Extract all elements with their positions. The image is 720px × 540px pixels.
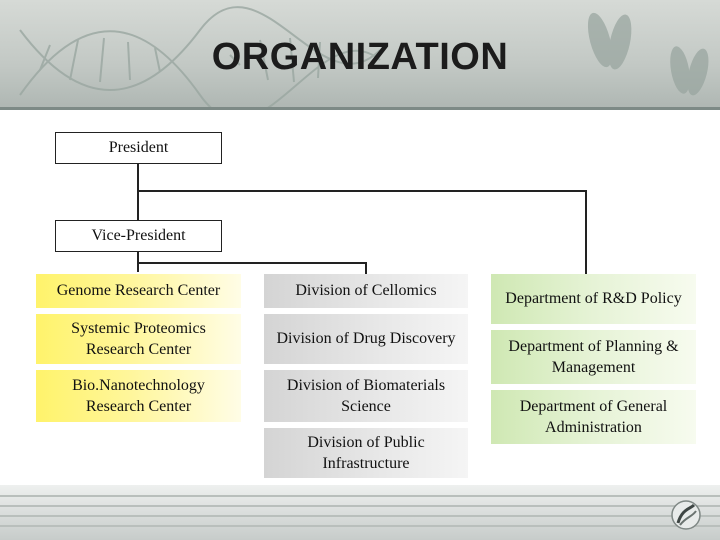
research-center-genome: Genome Research Center [36, 274, 241, 308]
connector-mid-horizontal [137, 262, 367, 264]
connector-divisions-down [365, 262, 367, 274]
logo-icon [671, 500, 701, 530]
dna-helix-image [19, 6, 709, 110]
department-rd-policy: Department of R&D Policy [491, 274, 696, 324]
connector-departments-down [585, 190, 587, 274]
footer-band [0, 485, 720, 540]
division-drug-discovery: Division of Drug Discovery [264, 314, 468, 364]
header-divider [0, 107, 720, 110]
department-planning: Department of Planning & Management [491, 330, 696, 384]
president-box: President [55, 132, 222, 164]
page-title: ORGANIZATION [211, 36, 509, 78]
header-banner: ORGANIZATION [0, 0, 720, 110]
division-biomaterials: Division of Biomaterials Science [264, 370, 468, 422]
research-center-bionano: Bio.Nanotechnology Research Center [36, 370, 241, 422]
connector-top-horizontal [137, 190, 587, 192]
research-center-proteomics: Systemic Proteomics Research Center [36, 314, 241, 364]
connector-president-down [137, 164, 139, 222]
department-general-admin: Department of General Administration [491, 390, 696, 444]
chromosome-image [587, 12, 709, 96]
vice-president-box: Vice-President [55, 220, 222, 252]
division-cellomics: Division of Cellomics [264, 274, 468, 308]
division-public-infrastructure: Division of Public Infrastructure [264, 428, 468, 478]
